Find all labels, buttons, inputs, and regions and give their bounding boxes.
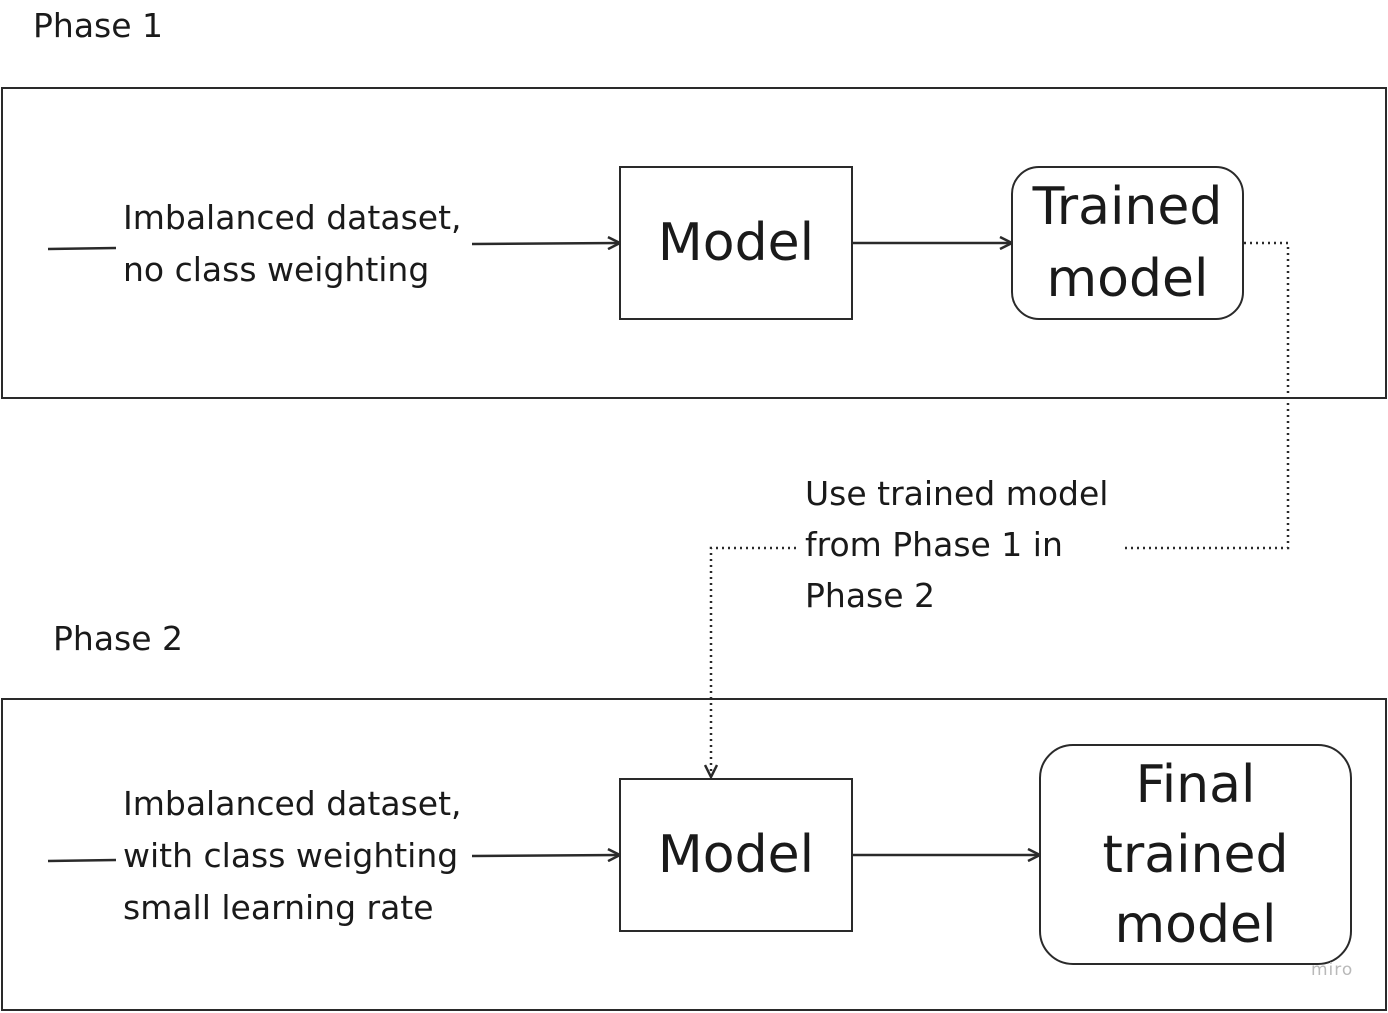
phase2-input-line-1: Imbalanced dataset, (123, 784, 462, 823)
phase2-output-line-3: model (1114, 894, 1277, 955)
phase2-title: Phase 2 (53, 619, 184, 658)
phase1-frame (1, 87, 1387, 399)
phase2-input-line-3: small learning rate (123, 888, 434, 927)
phase1-output-line-1: Trained (1032, 177, 1223, 237)
miro-watermark: miro (1311, 960, 1354, 980)
phase2-input-line-2: with class weighting (123, 836, 459, 875)
phase2-output-line-2: trained (1102, 824, 1289, 885)
phase1-input-arrow (471, 243, 619, 244)
transfer-note-line-3: Phase 2 (805, 576, 936, 615)
phase2-frame (1, 698, 1387, 1011)
phase2-input-label: Imbalanced dataset, with class weighting… (123, 778, 462, 934)
phase1-model-box: Model (619, 166, 853, 320)
phase2-input-arrow (471, 855, 619, 856)
phase2-input-stub-line (47, 858, 117, 863)
phase1-input-label: Imbalanced dataset, no class weighting (123, 192, 462, 296)
transfer-note-line-2: from Phase 1 in (805, 525, 1063, 564)
phase1-input-line-1: Imbalanced dataset, (123, 198, 462, 237)
transfer-note-line-1: Use trained model (805, 474, 1109, 513)
phase2-model-label: Model (657, 825, 815, 885)
phase2-model-box: Model (619, 778, 853, 932)
phase1-trained-model-box: Trained model (1011, 166, 1244, 320)
phase2-output-line-1: Final (1135, 754, 1256, 815)
phase1-model-label: Model (657, 213, 815, 273)
phase2-final-trained-model-box: Final trained model (1039, 744, 1352, 965)
phase1-input-line-2: no class weighting (123, 250, 430, 289)
transfer-note: Use trained model from Phase 1 in Phase … (805, 468, 1108, 621)
transfer-dotted-arrow-left (711, 546, 796, 776)
phase1-title: Phase 1 (33, 6, 164, 45)
phase1-output-line-2: model (1046, 249, 1209, 309)
phase1-input-stub-line (47, 246, 117, 251)
